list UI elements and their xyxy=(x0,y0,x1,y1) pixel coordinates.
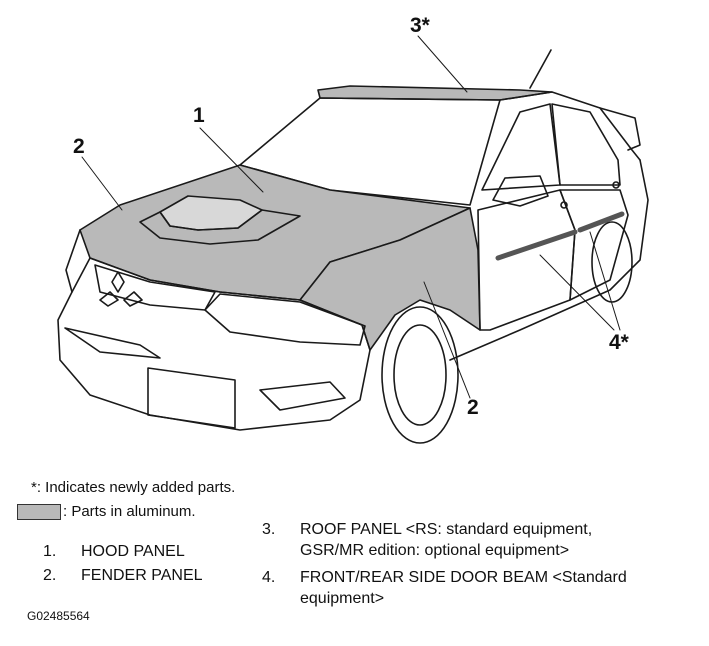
callout-fender-right: 2 xyxy=(467,396,479,419)
rear-wheel xyxy=(591,221,633,303)
legend-item-door-beam: 4. FRONT/REAR SIDE DOOR BEAM <Standard e… xyxy=(262,567,702,611)
leader-fender-right xyxy=(423,281,471,399)
door-beam-front xyxy=(495,229,578,261)
aluminum-swatch xyxy=(17,504,61,520)
leader-door-rear xyxy=(589,231,621,331)
leader-hood xyxy=(199,127,264,193)
callout-roof: 3* xyxy=(410,14,430,37)
asterisk-note: *: Indicates newly added parts. xyxy=(31,479,236,496)
leader-roof xyxy=(417,35,468,93)
callout-door-beam: 4* xyxy=(609,331,629,354)
legend-item-hood: 1. HOOD PANEL xyxy=(43,541,263,563)
headlight xyxy=(204,293,366,346)
leader-fender-left xyxy=(81,156,123,211)
side-mirror xyxy=(492,175,549,207)
legend-number: 4. xyxy=(262,569,276,586)
door-beam-rear xyxy=(577,211,625,233)
legend-text: FRONT/REAR SIDE DOOR BEAM <Standard equi… xyxy=(300,569,627,607)
front-door xyxy=(477,189,576,331)
legend-number: 3. xyxy=(262,521,276,538)
logo xyxy=(99,271,143,307)
rear-spoiler xyxy=(599,107,641,151)
car-diagram xyxy=(57,35,649,444)
callout-hood: 1 xyxy=(193,104,205,127)
legend-text: HOOD PANEL xyxy=(81,543,185,560)
license-plate xyxy=(147,367,236,429)
front-wheel xyxy=(381,306,459,444)
antenna xyxy=(529,49,552,89)
aluminum-note: : Parts in aluminum. xyxy=(63,503,196,520)
legend-text: FENDER PANEL xyxy=(81,567,203,584)
leader-door-front xyxy=(539,254,615,331)
front-bumper xyxy=(57,257,371,431)
legend-item-roof: 3. ROOF PANEL <RS: standard equipment, G… xyxy=(262,519,702,563)
figure-id: G02485564 xyxy=(27,609,90,623)
legend-text: ROOF PANEL <RS: standard equipment, GSR/… xyxy=(300,521,593,559)
legend-number: 1. xyxy=(43,543,57,560)
legend-item-fender: 2. FENDER PANEL xyxy=(43,565,263,587)
legend-number: 2. xyxy=(43,567,57,584)
callout-fender-left: 2 xyxy=(73,135,85,158)
